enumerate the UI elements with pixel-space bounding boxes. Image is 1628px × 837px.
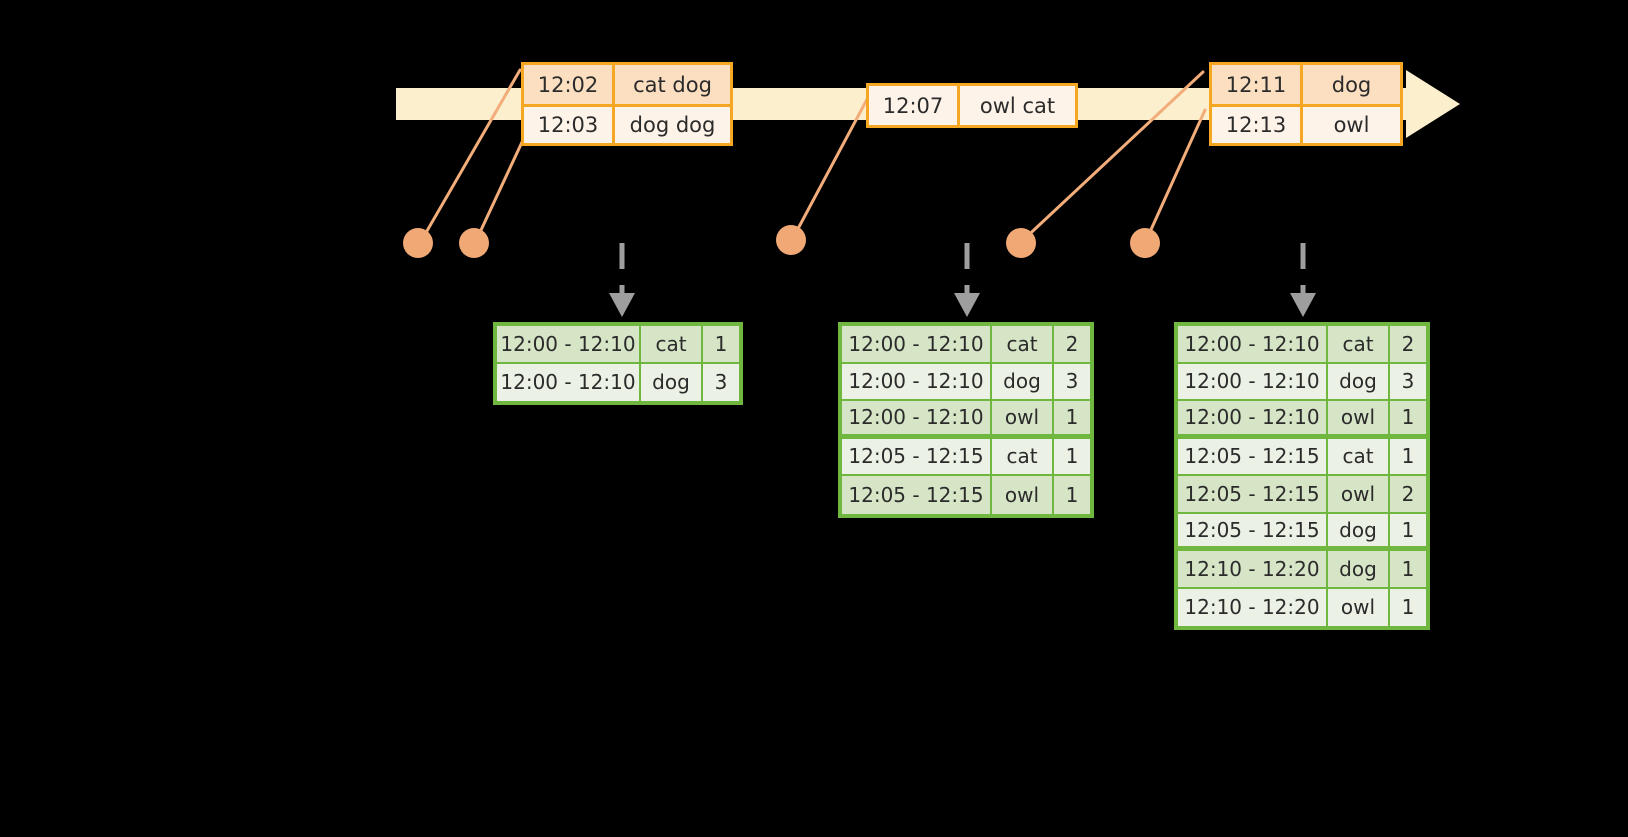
result-window: 12:00 - 12:10 <box>848 331 984 356</box>
event-dot-1 <box>403 228 433 258</box>
result-window: 12:05 - 12:15 <box>1184 481 1320 506</box>
connector-line-1 <box>418 68 522 245</box>
event-row: 12:02 cat dog <box>524 65 730 104</box>
result-window: 12:10 - 12:20 <box>1184 556 1320 581</box>
event-group-1: 12:02 cat dog 12:03 dog dog <box>521 62 733 146</box>
result-key: owl <box>990 476 1052 514</box>
result-window: 12:00 - 12:10 <box>500 331 636 356</box>
result-window: 12:00 - 12:10 <box>1184 405 1320 430</box>
result-key: cat <box>639 326 701 362</box>
result-count: 2 <box>1388 476 1426 512</box>
result-key: cat <box>1326 326 1388 362</box>
event-row: 12:13 owl <box>1212 104 1400 143</box>
event-row: 12:07 owl cat <box>869 86 1075 125</box>
result-key: dog <box>1326 513 1388 546</box>
result-window: 12:05 - 12:15 <box>848 444 984 469</box>
result-key: dog <box>1326 551 1388 587</box>
result-key: owl <box>1326 401 1388 434</box>
result-arrow-2 <box>954 243 980 317</box>
event-dot-5 <box>1130 228 1160 258</box>
result-key: dog <box>639 363 701 401</box>
result-count: 1 <box>1388 401 1426 434</box>
event-row: 12:11 dog <box>1212 65 1400 104</box>
result-count: 1 <box>1388 588 1426 626</box>
result-count: 1 <box>1052 438 1090 474</box>
result-key: owl <box>1326 476 1388 512</box>
result-window: 12:00 - 12:10 <box>848 369 984 394</box>
result-count: 2 <box>1388 326 1426 362</box>
event-value: owl <box>1300 107 1400 143</box>
result-key: owl <box>1326 588 1388 626</box>
result-window: 12:00 - 12:10 <box>1184 369 1320 394</box>
event-dots <box>403 225 1160 258</box>
event-time: 12:07 <box>882 93 944 118</box>
event-row: 12:03 dog dog <box>524 104 730 143</box>
result-key: dog <box>1326 363 1388 399</box>
event-time: 12:11 <box>1225 72 1287 97</box>
event-value: cat dog <box>612 65 730 104</box>
result-window: 12:05 - 12:15 <box>848 482 984 507</box>
event-dot-2 <box>459 228 489 258</box>
result-count: 1 <box>1388 551 1426 587</box>
result-window: 12:00 - 12:10 <box>1184 331 1320 356</box>
result-key: cat <box>1326 438 1388 474</box>
result-window: 12:05 - 12:15 <box>1184 444 1320 469</box>
connector-line-2 <box>473 138 525 245</box>
result-count: 1 <box>1388 513 1426 546</box>
connector-line-5 <box>1143 108 1207 245</box>
result-arrow-3 <box>1290 243 1316 317</box>
result-window: 12:10 - 12:20 <box>1184 595 1320 620</box>
event-time: 12:03 <box>537 113 599 137</box>
result-arrow-1 <box>609 243 635 317</box>
event-time: 12:02 <box>537 72 599 97</box>
result-count: 1 <box>701 326 739 362</box>
result-count: 3 <box>701 363 739 401</box>
event-group-3: 12:11 dog 12:13 owl <box>1209 62 1403 146</box>
event-value: owl cat <box>957 86 1075 125</box>
result-count: 1 <box>1052 401 1090 434</box>
result-key: dog <box>990 363 1052 399</box>
result-window: 12:00 - 12:10 <box>500 370 636 395</box>
result-key: cat <box>990 326 1052 362</box>
event-group-2: 12:07 owl cat <box>866 83 1078 128</box>
connector-line-3 <box>790 88 874 242</box>
result-count: 1 <box>1388 438 1426 474</box>
result-count: 1 <box>1052 476 1090 514</box>
result-key: owl <box>990 401 1052 434</box>
result-count: 2 <box>1052 326 1090 362</box>
event-time: 12:13 <box>1225 113 1287 137</box>
event-dot-4 <box>1006 228 1036 258</box>
event-value: dog <box>1300 65 1400 104</box>
result-arrows <box>609 243 1316 317</box>
result-window: 12:05 - 12:15 <box>1184 517 1320 542</box>
result-count: 3 <box>1388 363 1426 399</box>
result-key: cat <box>990 438 1052 474</box>
event-value: dog dog <box>612 107 730 143</box>
result-count: 3 <box>1052 363 1090 399</box>
result-window: 12:00 - 12:10 <box>848 405 984 430</box>
event-dot-3 <box>776 225 806 255</box>
